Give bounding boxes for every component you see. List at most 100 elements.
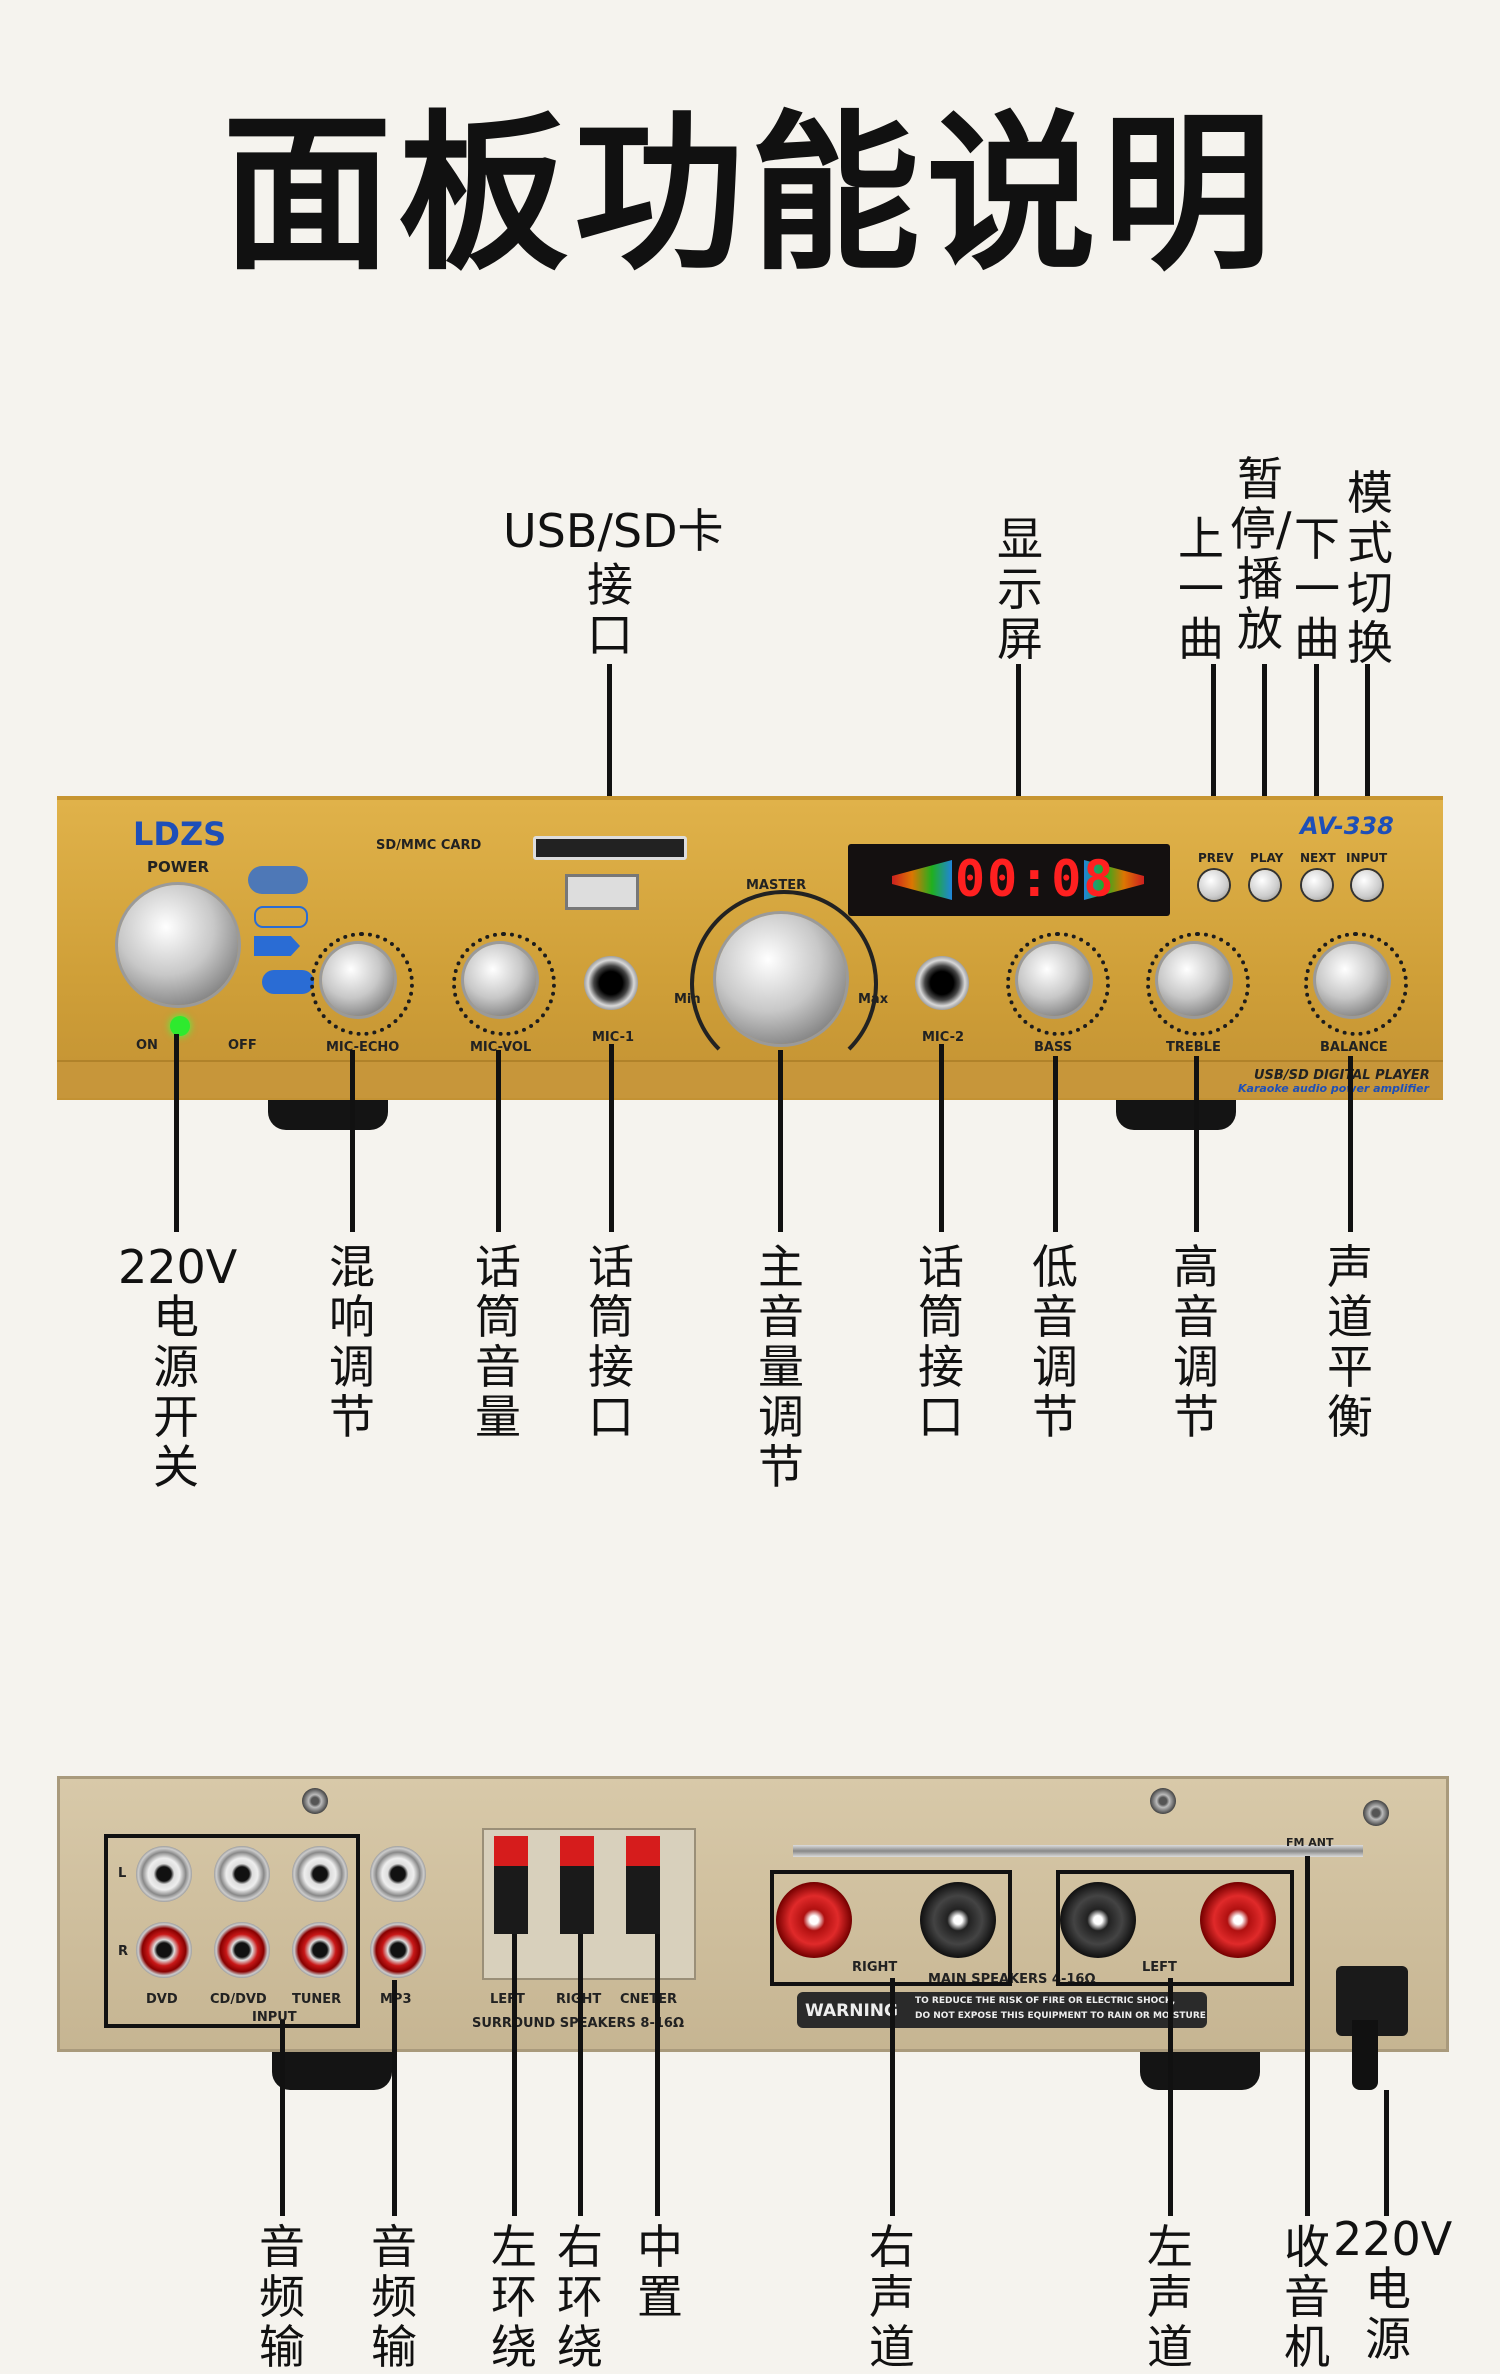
dolby-icon <box>248 866 308 894</box>
leader-line-bass <box>1053 1056 1058 1232</box>
rca-mp3-r[interactable] <box>370 1922 426 1978</box>
label-bass-text: 低音调节 <box>1032 1240 1078 1444</box>
input-mode-button[interactable] <box>1352 870 1382 900</box>
surround-label-left: LEFT <box>490 1992 525 2007</box>
leader-line-next <box>1314 664 1319 870</box>
label-reverb: 混响调节 <box>329 1240 375 1444</box>
on-text: ON <box>136 1038 158 1053</box>
leader-line-reverb <box>350 1050 355 1232</box>
highlight-box-right-channel <box>770 1870 1012 1986</box>
right-text: RIGHT <box>852 1960 898 1975</box>
mic1-jack[interactable] <box>584 956 638 1010</box>
prev-button[interactable] <box>1199 870 1229 900</box>
label-master-text: 主音量调节 <box>758 1240 804 1494</box>
power-text: POWER <box>147 858 210 876</box>
min-text: Min <box>674 992 701 1007</box>
label-mic-vol: MIC-VOL <box>470 1040 532 1055</box>
leader-line-mic2 <box>939 1044 944 1232</box>
power-led <box>170 1016 190 1036</box>
label-next: 下一曲 <box>1294 512 1340 666</box>
surround-right-clip[interactable] <box>560 1836 594 1934</box>
back-foot-left <box>272 2046 392 2090</box>
sd-card-slot[interactable] <box>533 836 687 860</box>
play-pause-button[interactable] <box>1250 870 1280 900</box>
label-mic1: MIC-1 <box>592 1030 635 1045</box>
leader-line-power <box>174 1034 179 1232</box>
sd-icon <box>254 936 300 956</box>
rca-dvd-r[interactable] <box>136 1922 192 1978</box>
label-bass: BASS <box>1034 1040 1073 1055</box>
label-right-surround: 右环绕 <box>557 2220 603 2374</box>
left-speaker-red-post[interactable] <box>1200 1882 1276 1958</box>
warning-line2: DO NOT EXPOSE THIS EQUIPMENT TO RAIN OR … <box>915 2011 1206 2021</box>
label-power-line1: 220V <box>118 1240 238 1294</box>
label-balance-text: 声道平衡 <box>1327 1240 1373 1444</box>
knob-master[interactable] <box>716 914 846 1044</box>
rca-cddvd-l[interactable] <box>214 1846 270 1902</box>
highlight-box-left-channel <box>1056 1870 1294 1986</box>
label-left-surround: 左环绕 <box>491 2220 537 2374</box>
usb-port[interactable] <box>565 874 639 910</box>
next-button[interactable] <box>1302 870 1332 900</box>
usb-logo-icon <box>262 970 314 994</box>
off-text: OFF <box>228 1038 257 1053</box>
label-power-220-line2: 电源 <box>1365 2262 1411 2366</box>
knob-balance[interactable] <box>1316 944 1388 1016</box>
rca-mp3-l[interactable] <box>370 1846 426 1902</box>
power-cord <box>1352 2020 1378 2090</box>
power-switch[interactable] <box>118 885 238 1005</box>
led-display <box>848 844 1170 916</box>
label-next-button: NEXT <box>1300 851 1336 865</box>
knob-mic-echo[interactable] <box>322 944 394 1016</box>
label-mode: 模式切换 <box>1347 466 1393 670</box>
knob-mic-vol[interactable] <box>464 944 536 1016</box>
spectrum-left <box>892 860 952 900</box>
leader-line-right-surround <box>578 1934 583 2216</box>
label-mic-echo: MIC-ECHO <box>326 1040 400 1055</box>
format-logos <box>248 866 318 1016</box>
screw-icon <box>1150 1788 1176 1814</box>
label-usb-sd-line1: USB/SD卡 <box>503 504 724 558</box>
knob-bass[interactable] <box>1018 944 1090 1016</box>
mp3-icon <box>254 906 308 928</box>
screw-icon <box>302 1788 328 1814</box>
rca-tuner-r[interactable] <box>292 1922 348 1978</box>
rca-dvd-l[interactable] <box>136 1846 192 1902</box>
label-left-channel: 左声道 <box>1147 2220 1193 2374</box>
label-prev-button: PREV <box>1198 851 1234 865</box>
leader-line-master <box>778 1050 783 1232</box>
knob-ring-mic-echo <box>310 932 414 1036</box>
surround-left-clip[interactable] <box>494 1836 528 1934</box>
leader-line-treble <box>1194 1056 1199 1232</box>
left-text: LEFT <box>1142 1960 1177 1975</box>
leader-line-prev <box>1211 664 1216 870</box>
label-audio-in-1: 音频输 <box>259 2220 305 2374</box>
left-speaker-black-post[interactable] <box>1060 1882 1136 1958</box>
leader-line-radio <box>1305 1856 1310 2216</box>
footer-line2: Karaoke audio power amplifier <box>1238 1082 1430 1095</box>
fm-text: FM ANT <box>1286 1836 1334 1849</box>
mic2-jack[interactable] <box>915 956 969 1010</box>
warning-label: WARNING TO REDUCE THE RISK OF FIRE OR EL… <box>797 1992 1207 2028</box>
surround-label-center: CNETER <box>620 1992 678 2007</box>
leader-line-usb <box>607 664 612 842</box>
input-text: INPUT <box>252 2010 297 2025</box>
r-text: R <box>118 1944 129 1959</box>
surround-center-clip[interactable] <box>626 1836 660 1934</box>
right-speaker-black-post[interactable] <box>920 1882 996 1958</box>
fm-antenna <box>793 1845 1363 1857</box>
rca-cddvd-r[interactable] <box>214 1922 270 1978</box>
master-text: MASTER <box>746 878 807 893</box>
knob-ring-bass <box>1006 932 1110 1036</box>
card-slot-text: SD/MMC CARD <box>376 838 482 853</box>
input-label-dvd: DVD <box>146 1992 178 2007</box>
rca-tuner-l[interactable] <box>292 1846 348 1902</box>
knob-treble[interactable] <box>1158 944 1230 1016</box>
warning-title: WARNING <box>805 2001 898 2021</box>
back-foot-right <box>1140 2046 1260 2090</box>
leader-line-center <box>655 1934 660 2216</box>
screw-icon <box>1363 1800 1389 1826</box>
knob-ring-treble <box>1146 932 1250 1036</box>
right-speaker-red-post[interactable] <box>776 1882 852 1958</box>
leader-line-right-channel <box>890 1978 895 2216</box>
